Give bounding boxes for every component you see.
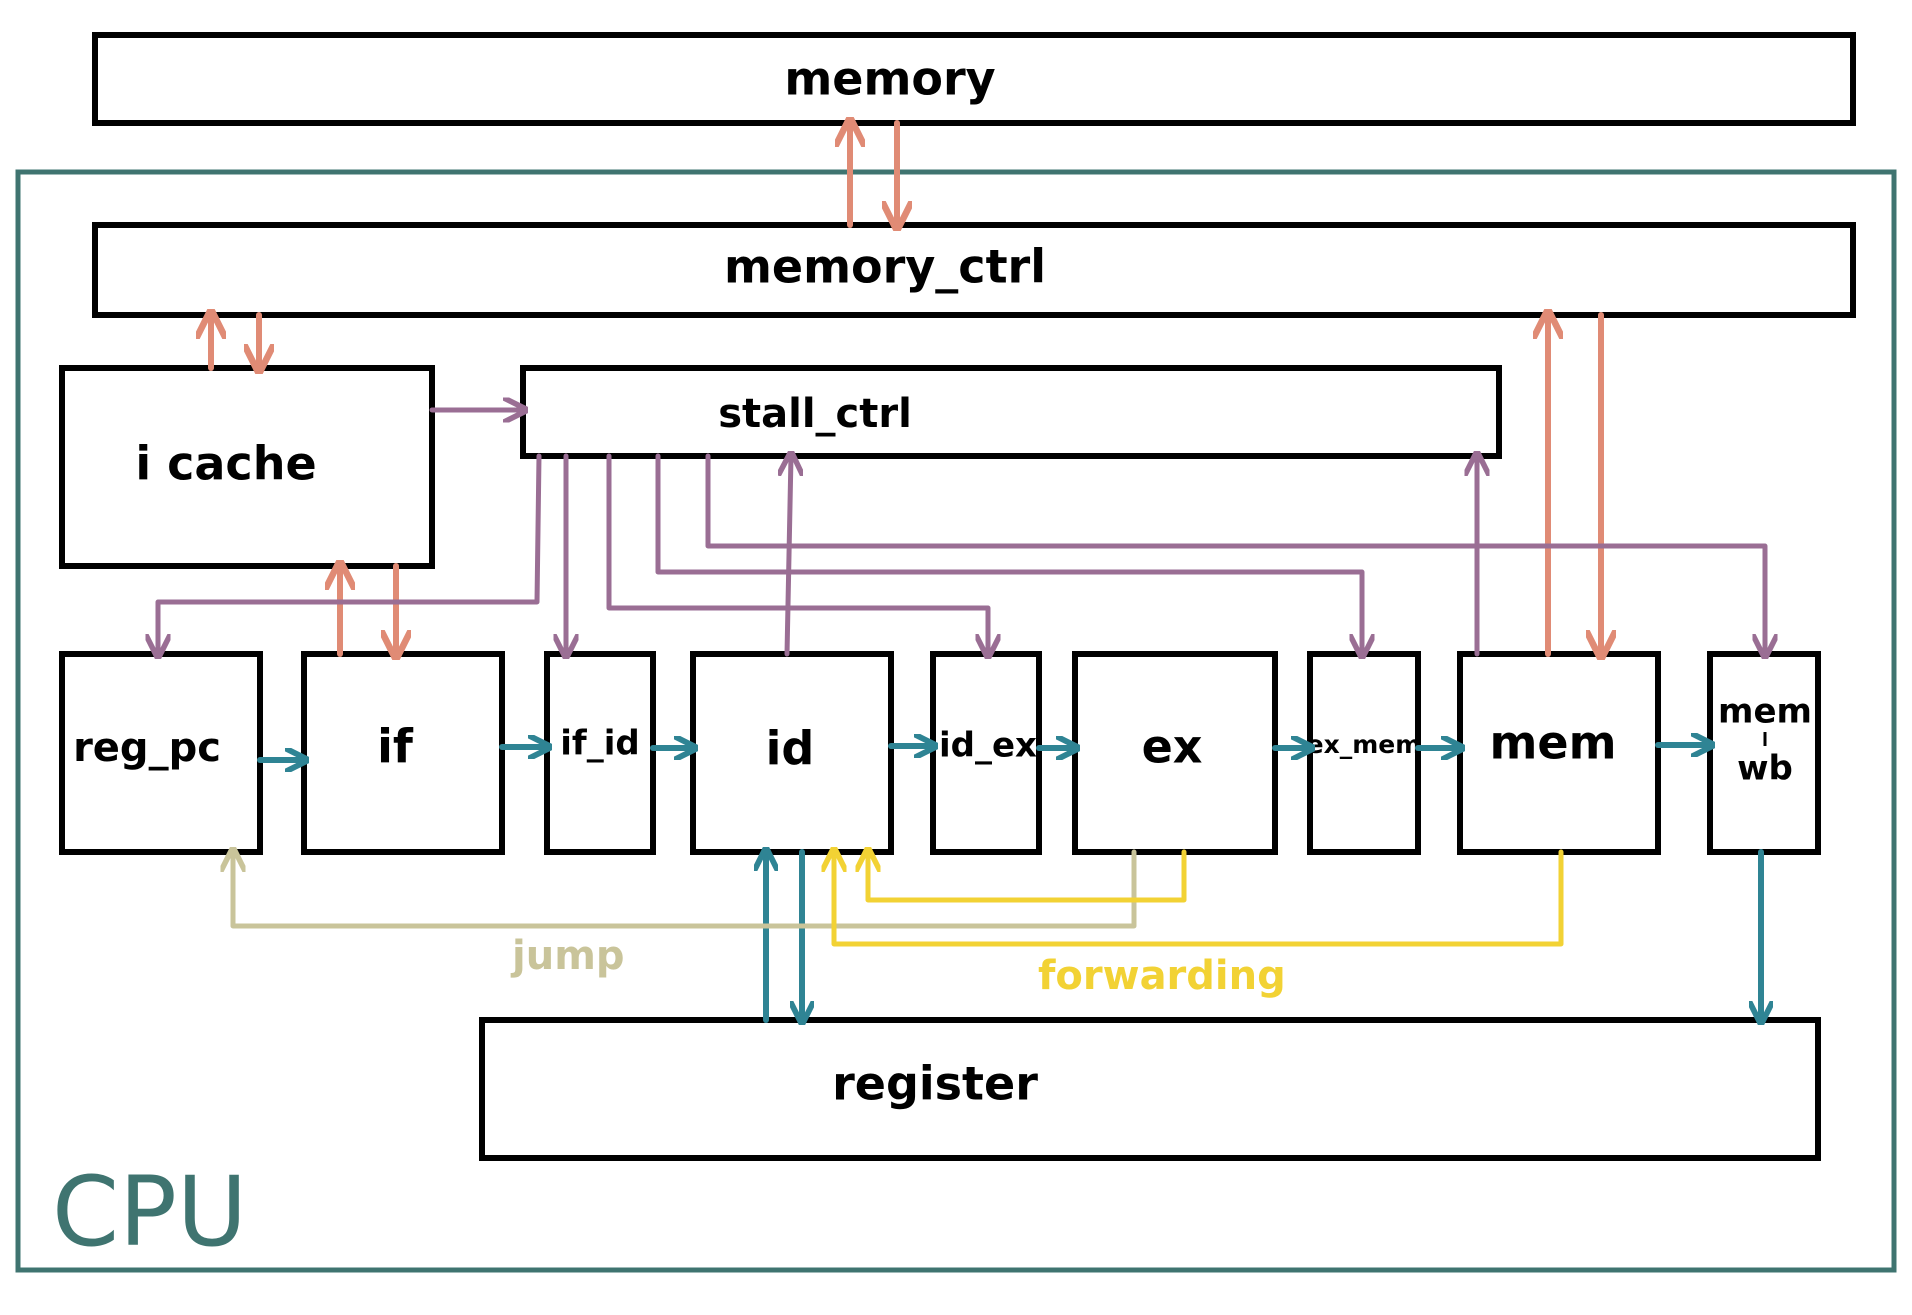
jump-path: jump bbox=[233, 852, 1137, 979]
ex-to-id-forwarding-arrow bbox=[868, 852, 1187, 903]
id-ex-label: id_ex bbox=[939, 726, 1037, 766]
cpu-label: CPU bbox=[52, 1156, 247, 1268]
ex-to-regpc-jump-arrow bbox=[233, 852, 1137, 929]
mem-label: mem bbox=[1489, 716, 1616, 770]
ex-block bbox=[1072, 651, 1278, 855]
ex-mem-label: ex_mem bbox=[1307, 730, 1422, 759]
if-label: if bbox=[377, 720, 414, 774]
register-label: register bbox=[832, 1057, 1038, 1111]
icache-label: i cache bbox=[135, 437, 316, 491]
memory-ctrl-block bbox=[92, 222, 1856, 318]
reg-pc-label: reg_pc bbox=[73, 725, 221, 771]
mem-block bbox=[1457, 651, 1661, 855]
if-id-label: if_id bbox=[560, 724, 639, 764]
cpu-frame bbox=[15, 169, 1897, 1273]
memory-bus-arrows bbox=[211, 123, 1601, 654]
mem-wb-label-top: mem bbox=[1718, 692, 1812, 732]
forwarding-paths: forwarding bbox=[834, 852, 1564, 999]
jump-label: jump bbox=[510, 933, 625, 979]
id-to-stallctrl-arrow bbox=[787, 456, 791, 657]
stall-ctrl-label: stall_ctrl bbox=[718, 391, 912, 437]
stall-to-regpc-arrow bbox=[158, 453, 542, 654]
stall-to-memwb-arrow bbox=[705, 453, 1765, 654]
memory-label: memory bbox=[784, 52, 995, 106]
memory-ctrl-label: memory_ctrl bbox=[724, 240, 1046, 294]
pipeline-arrows bbox=[257, 745, 1761, 1020]
id-label: id bbox=[766, 722, 815, 776]
ex-label: ex bbox=[1142, 720, 1203, 774]
mem-to-id-forwarding-arrow bbox=[834, 852, 1564, 947]
register-block bbox=[479, 1017, 1821, 1161]
memory-block bbox=[92, 32, 1856, 126]
stall-to-idex-arrow bbox=[606, 453, 988, 654]
mem-wb-label-bottom: wb bbox=[1737, 749, 1793, 789]
stall-to-exmem-arrow bbox=[655, 453, 1362, 654]
stall-ctrl-block bbox=[520, 365, 1502, 459]
forwarding-label: forwarding bbox=[1038, 953, 1286, 999]
stall-control-wires bbox=[158, 410, 1765, 654]
